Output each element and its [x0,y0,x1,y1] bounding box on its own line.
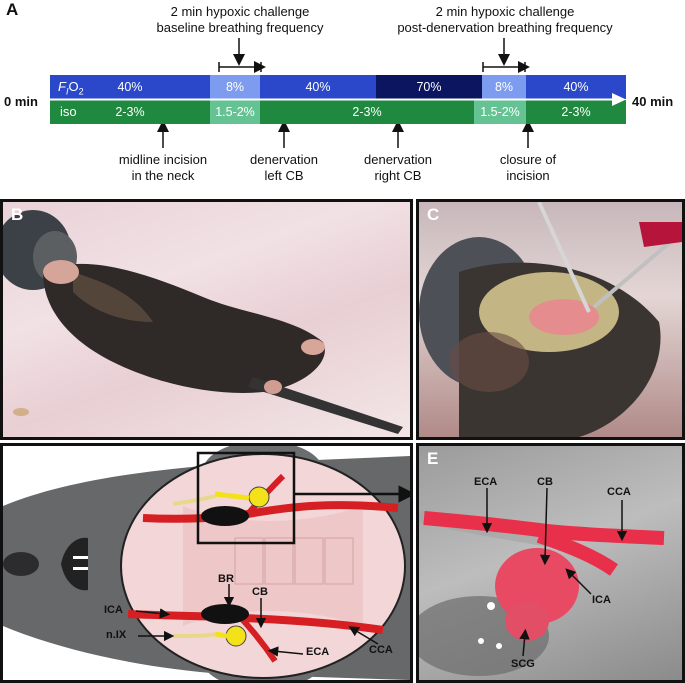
iso-segment-2: 1.5-2% [210,100,260,124]
label-eca: ECA [306,646,330,658]
fio2-segment-2: 8% [210,75,260,99]
panel-b-label: B [11,205,24,224]
challenge-1-annotation: 2 min hypoxic challenge baseline breathi… [140,4,340,36]
event-right-cb-line1: denervation [364,152,432,167]
panel-c-photo: C [416,199,685,440]
event-incision-line2: in the neck [131,168,195,183]
challenge-2-annotation: 2 min hypoxic challenge post-denervation… [380,4,630,36]
iso-row-label: iso [60,104,77,119]
label-e-eca: ECA [474,476,498,488]
challenge-1-line1: 2 min hypoxic challenge [170,4,310,19]
surgery-photo-illustration [419,202,682,437]
panel-d-label: D [11,449,24,468]
zoom-box [196,451,296,545]
fio2-segment-4: 70% [376,75,482,99]
carotid-photo-illustration [419,487,665,676]
event-right-cb: denervation right CB [348,152,448,184]
event-left-cb-line2: left CB [264,168,304,183]
label-e-cb: CB [537,476,553,488]
label-br: BR [218,573,234,585]
fio2-row-label: FIO2 [58,79,84,97]
event-closure-line1: closure of [499,152,557,167]
iso-segment-1: 2-3% [50,100,210,124]
timeline-arrows [157,38,534,148]
fio2-segment-6: 40% [526,75,626,99]
event-left-cb-line1: denervation [250,152,318,167]
challenge-2-line1: 2 min hypoxic challenge [435,4,575,19]
fio2-segment-1: 40% [50,75,210,99]
neck-anatomy-diagram [3,446,410,680]
label-e-scg: SCG [511,658,535,670]
fio2-segment-3: 40% [260,75,376,99]
panel-b-photo: B [0,199,413,440]
iso-segment-4: 1.5-2% [474,100,526,124]
event-closure: closure of incision [488,152,568,184]
panel-d-diagram: D BR CB ICA n.IX ECA CCA [0,443,413,683]
end-time-label: 40 min [632,94,674,109]
challenge-2-line2: post-denervation breathing frequency [397,20,613,35]
time-arrow [50,93,626,106]
label-ica: ICA [104,604,123,616]
event-incision-line1: midline incision [118,152,208,167]
event-right-cb-line2: right CB [374,168,422,183]
panel-c-label: C [427,205,440,224]
panel-a-label: A [6,0,19,19]
label-nix: n.IX [106,629,127,641]
fio2-segment-5: 8% [482,75,526,99]
mouse-photo-illustration [3,210,403,434]
event-left-cb: denervation left CB [234,152,334,184]
start-time-label: 0 min [4,94,38,109]
label-cca: CCA [369,644,393,656]
label-cb: CB [252,586,268,598]
panel-e-photo: E ECA CB CCA ICA SCG [416,443,685,683]
iso-segment-3: 2-3% [260,100,474,124]
label-e-cca: CCA [607,486,631,498]
event-closure-line2: incision [506,168,550,183]
panel-e-label: E [427,449,439,468]
event-incision: midline incision in the neck [103,152,223,184]
challenge-1-line2: baseline breathing frequency [156,20,324,35]
label-e-ica: ICA [592,594,611,606]
iso-segment-5: 2-3% [526,100,626,124]
